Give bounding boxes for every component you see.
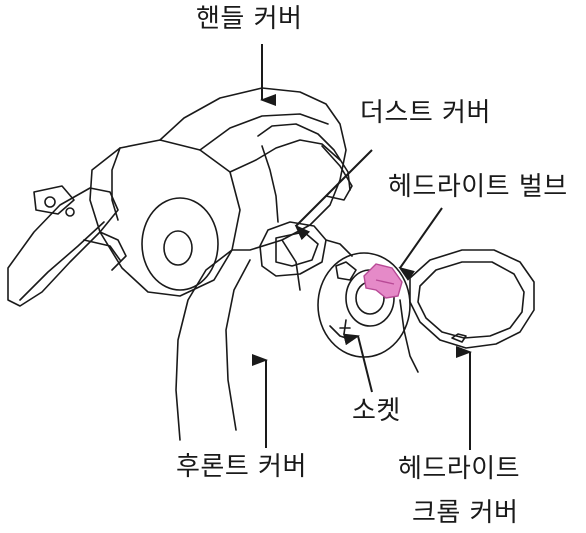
switch-housing	[89, 139, 241, 297]
label-dust-cover: 더스트 커버	[360, 98, 491, 128]
label-headlight-bulb: 헤드라이트 벌브	[388, 172, 568, 202]
arrow-headlight-bulb	[398, 207, 443, 281]
headlight-bulb-shape	[363, 263, 403, 299]
label-chrome-cover-line2: 크롬 커버	[412, 498, 519, 528]
label-front-cover: 후론트 커버	[176, 452, 307, 482]
brake-lever	[7, 185, 127, 307]
handle-cover-shape	[159, 87, 353, 251]
arrow-dust-cover	[294, 149, 373, 241]
label-handle-cover: 핸들 커버	[196, 4, 303, 34]
arrow-socket	[342, 333, 373, 393]
socket-shape	[317, 252, 411, 358]
dust-cover-shape	[259, 221, 353, 277]
label-socket: 소켓	[352, 396, 401, 426]
front-cover-shape	[175, 239, 419, 441]
label-chrome-cover-line1: 헤드라이트	[398, 454, 521, 484]
chrome-cover-shape	[409, 249, 535, 349]
